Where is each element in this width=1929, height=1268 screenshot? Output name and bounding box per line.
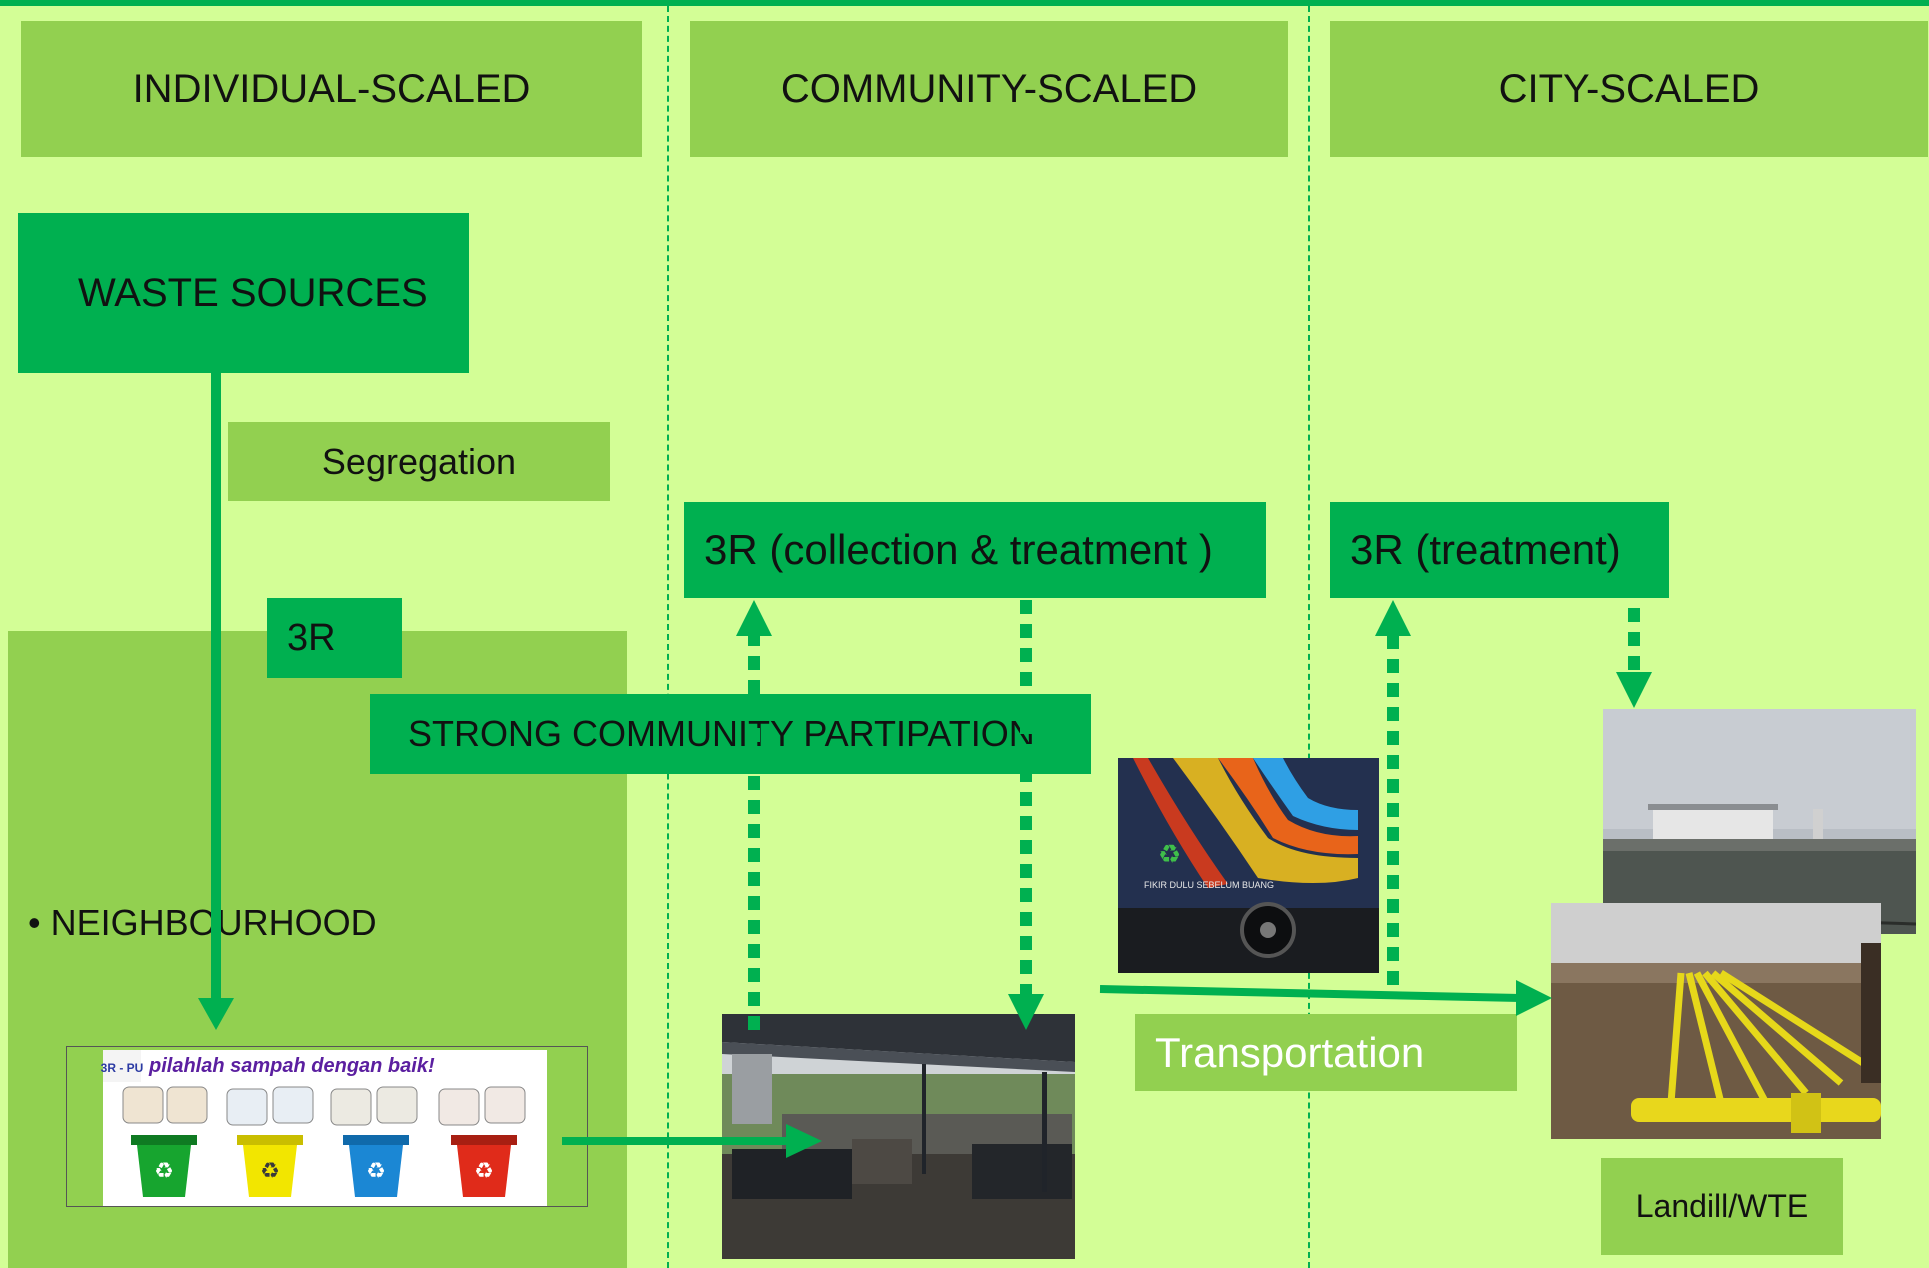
poster-logo: 3R - PU	[101, 1061, 144, 1075]
dotted-arrow-down-head	[1008, 994, 1044, 1030]
collection-facility-photo	[722, 1014, 1075, 1259]
header-community: COMMUNITY-SCALED	[690, 21, 1288, 157]
truck-text: FIKIR DULU SEBELUM BUANG	[1144, 880, 1274, 890]
svg-text:♻: ♻	[366, 1159, 386, 1184]
column-divider-2	[1308, 6, 1310, 1268]
arrow-down-head	[198, 998, 234, 1030]
waste-sources-box: WASTE SOURCES	[18, 213, 469, 373]
landfill-pipes-photo	[1551, 903, 1881, 1139]
dotted-arrow-up-treatment-head	[1375, 600, 1411, 636]
three-r-box: 3R	[267, 598, 402, 678]
dotted-arrow-up-head	[736, 600, 772, 636]
svg-text:♻: ♻	[154, 1159, 174, 1184]
transport-arrow-icon	[1099, 985, 1521, 1002]
blue-bin-icon: ♻	[343, 1135, 409, 1197]
waste-items-icon	[122, 1086, 526, 1126]
svg-text:♻: ♻	[474, 1159, 494, 1184]
bullet-icon: •	[28, 902, 51, 943]
green-bin-icon: ♻	[131, 1135, 197, 1197]
arrow-right-head	[786, 1124, 822, 1158]
community-participation-box: STRONG COMMUNITY PARTIPATION	[370, 694, 1091, 774]
top-border	[0, 0, 1929, 6]
header-individual: INDIVIDUAL-SCALED	[21, 21, 642, 157]
transportation-label: Transportation	[1155, 1028, 1425, 1076]
waste-sources-label: WASTE SOURCES	[78, 270, 428, 315]
header-community-label: COMMUNITY-SCALED	[780, 66, 1198, 111]
transport-arrow-head	[1516, 980, 1552, 1016]
three-r-collection-box: 3R (collection & treatment )	[684, 502, 1266, 598]
segregation-poster: 3R - PU pilahlah sampah dengan baik! ♻	[66, 1046, 588, 1207]
poster-slogan: pilahlah sampah dengan baik!	[148, 1055, 435, 1077]
svg-text:♻: ♻	[260, 1159, 280, 1184]
dotted-arrow-down-treatment-head	[1616, 672, 1652, 708]
column-divider-1	[667, 6, 669, 1268]
three-r-treatment-label: 3R (treatment)	[1350, 526, 1621, 573]
three-r-collection-label: 3R (collection & treatment )	[704, 526, 1213, 573]
red-bin-icon: ♻	[451, 1135, 517, 1197]
segregation-label: Segregation	[321, 440, 517, 482]
yellow-bin-icon: ♻	[237, 1135, 303, 1197]
three-r-label: 3R	[287, 616, 336, 659]
header-city-label: CITY-SCALED	[1498, 66, 1760, 111]
garbage-truck-photo: ♻ FIKIR DULU SEBELUM BUANG	[1118, 758, 1379, 973]
landfill-box: Landill/WTE	[1601, 1158, 1843, 1255]
recycle-icon: ♻	[1158, 840, 1181, 870]
header-city: CITY-SCALED	[1330, 21, 1928, 157]
segregation-box: Segregation	[228, 422, 610, 501]
header-individual-label: INDIVIDUAL-SCALED	[132, 66, 531, 111]
landfill-label: Landill/WTE	[1635, 1188, 1809, 1224]
community-participation-label: STRONG COMMUNITY PARTIPATION	[408, 713, 1035, 754]
three-r-treatment-box: 3R (treatment)	[1330, 502, 1669, 598]
transportation-box: Transportation	[1135, 1014, 1517, 1091]
